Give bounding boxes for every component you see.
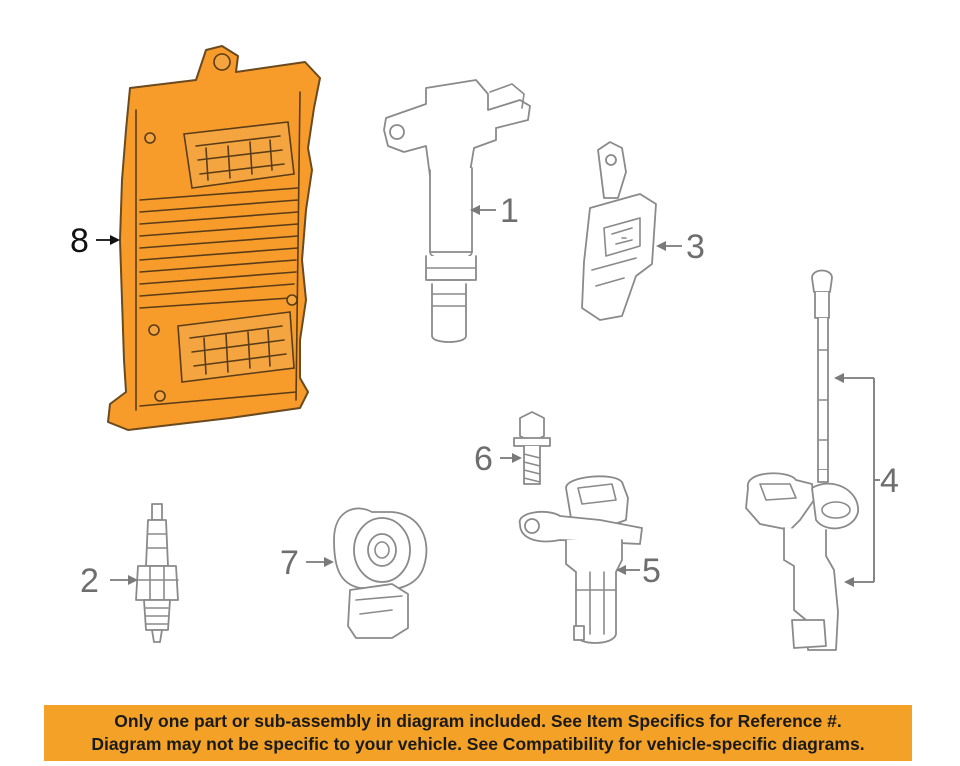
callout-2: 2	[80, 562, 138, 600]
callout-5: 5	[616, 552, 661, 590]
callout-8: 8	[70, 222, 120, 260]
disclaimer-banner: Only one part or sub-assembly in diagram…	[44, 705, 912, 761]
disclaimer-line-1: Only one part or sub-assembly in diagram…	[114, 711, 842, 731]
callout-6-label: 6	[474, 440, 493, 478]
parts-diagram: 1 2 3 4 5 6 7 8	[70, 45, 899, 651]
callout-3: 3	[656, 228, 705, 266]
part-2-spark-plug[interactable]	[135, 503, 179, 643]
part-1-ignition-coil[interactable]	[383, 79, 531, 343]
callout-7: 7	[280, 544, 334, 582]
part-8-engine-control-module[interactable]	[107, 45, 321, 431]
callout-1: 1	[470, 192, 519, 230]
callout-1-label: 1	[500, 192, 519, 230]
callout-4: 4	[834, 373, 899, 587]
callout-8-label: 8	[70, 222, 89, 260]
part-7-knock-sensor[interactable]	[333, 507, 428, 639]
callout-3-label: 3	[686, 228, 705, 266]
disclaimer-line-2: Diagram may not be specific to your vehi…	[91, 734, 865, 754]
part-5-speed-sensor[interactable]	[519, 475, 643, 644]
part-4-sensor-with-bolt[interactable]	[745, 269, 859, 651]
callout-4-label: 4	[880, 462, 899, 500]
part-6-bolt[interactable]	[513, 411, 551, 485]
part-3-sensor[interactable]	[581, 141, 657, 321]
callout-2-label: 2	[80, 562, 99, 600]
callout-5-label: 5	[642, 552, 661, 590]
callout-6: 6	[474, 440, 522, 478]
callout-7-label: 7	[280, 544, 299, 582]
